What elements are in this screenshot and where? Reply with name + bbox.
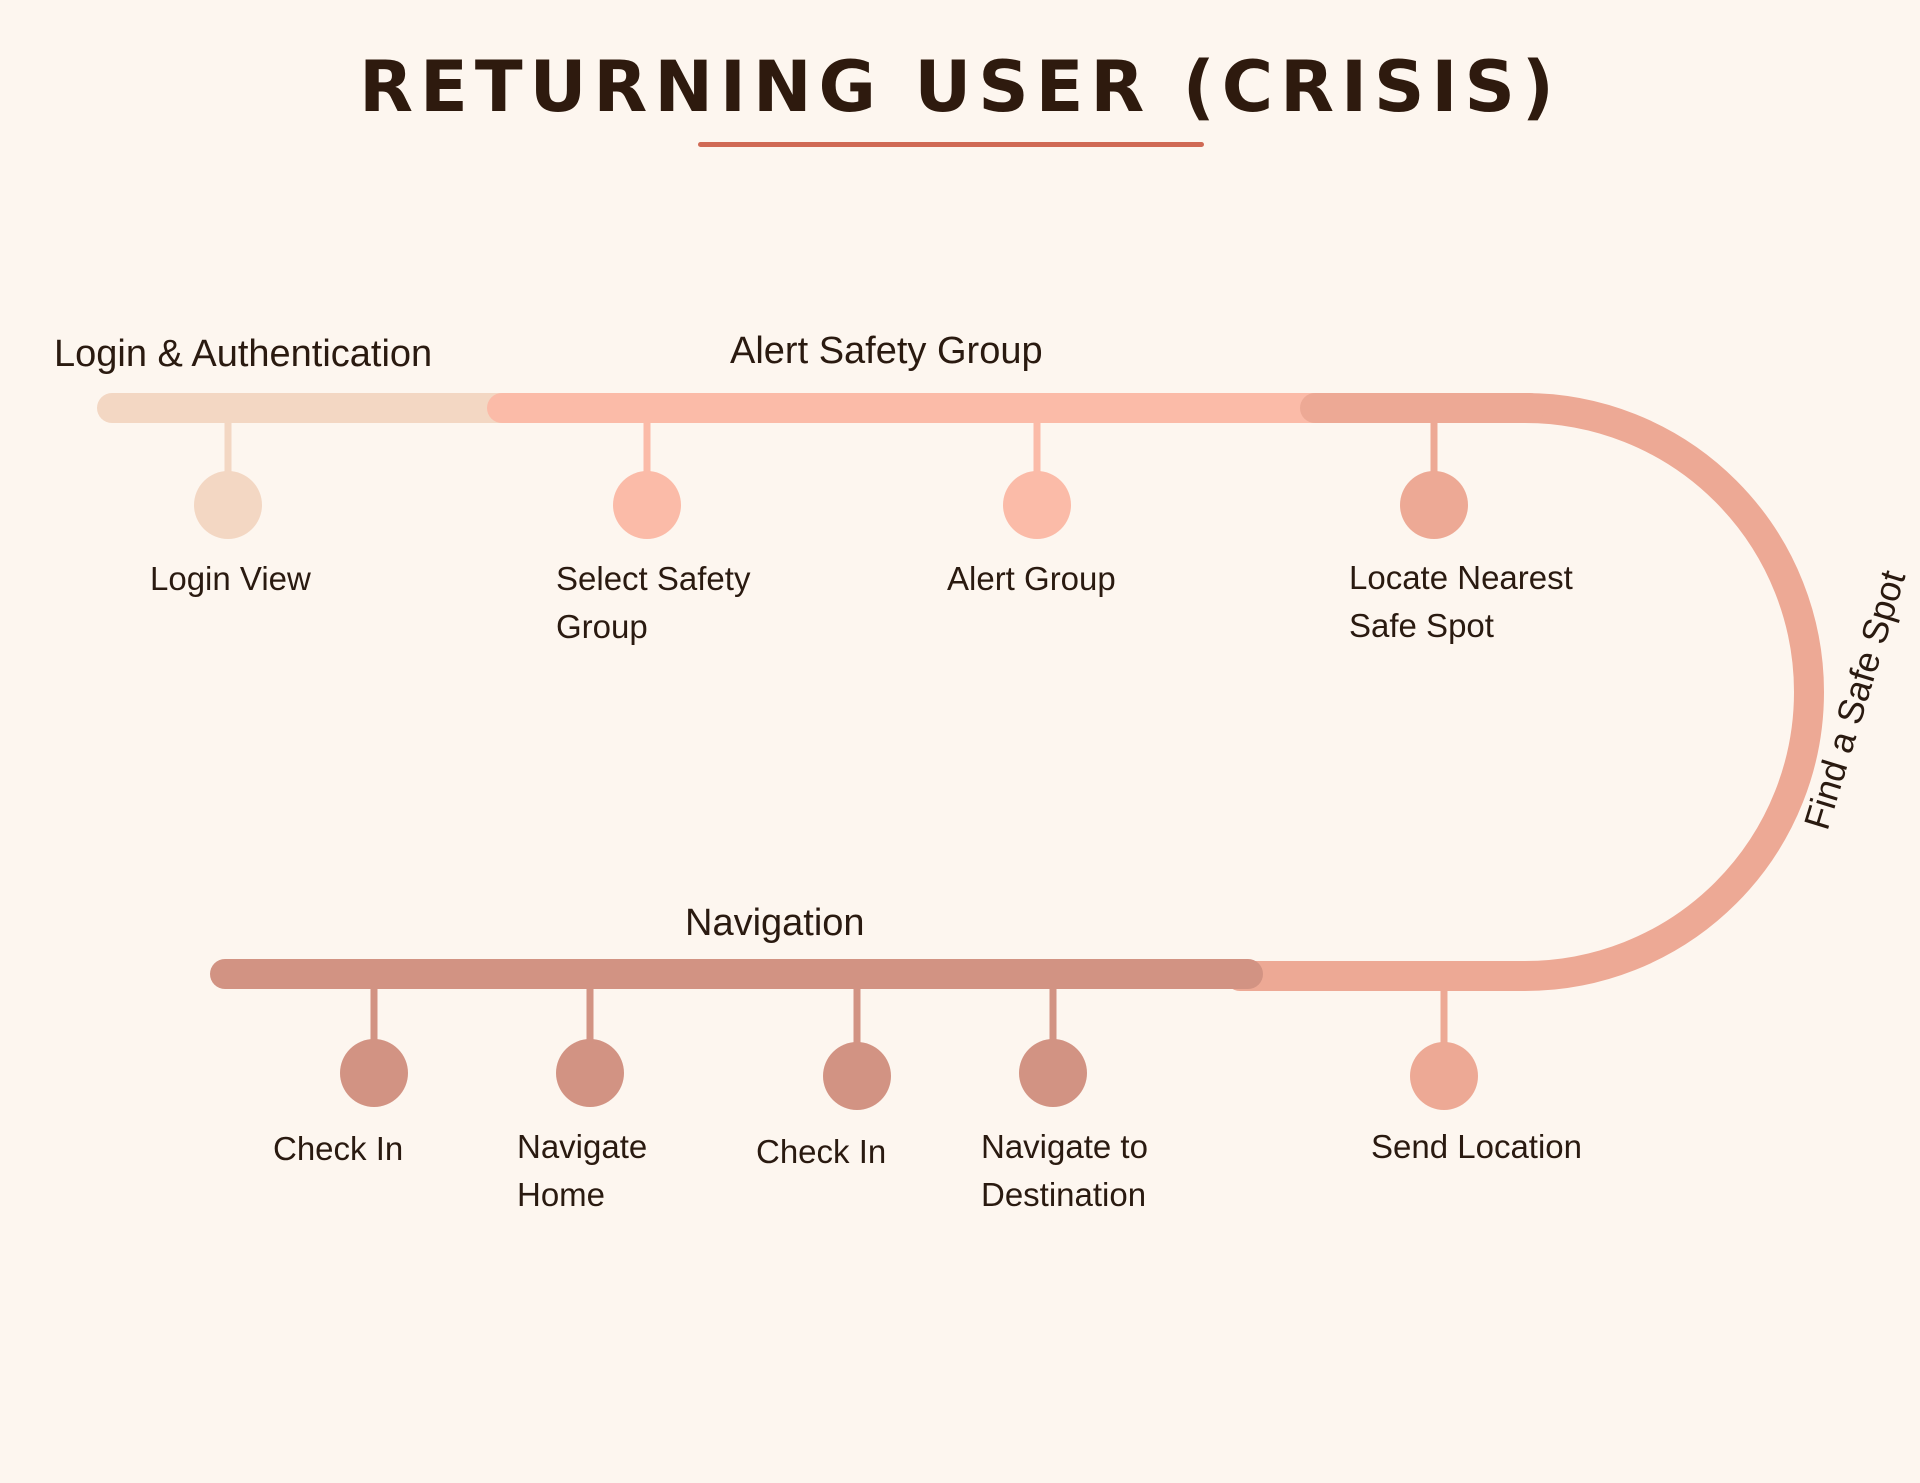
phase-label-alert: Alert Safety Group [730, 330, 1043, 372]
step-label-send-location: Send Location [1371, 1128, 1583, 1165]
check-in-2-node [823, 1042, 891, 1110]
find-phase-track [1225, 393, 1824, 991]
title-underline [698, 142, 1204, 147]
step-label-locate-safe-spot: Locate Nearest Safe Spot [1349, 559, 1573, 644]
phase-label-navigation: Navigation [685, 902, 865, 944]
step-label-navigate-home: Navigate Home [517, 1128, 648, 1213]
login-view-node [194, 471, 262, 539]
check-in-1-node [340, 1039, 408, 1107]
send-location-node [1410, 1042, 1478, 1110]
phase-label-login: Login & Authentication [54, 333, 433, 375]
step-label-navigate-to-destination: Navigate to Destination [981, 1128, 1148, 1213]
page-title: RETURNING USER (CRISIS) [359, 46, 1561, 128]
select-safety-group-node [613, 471, 681, 539]
navigate-to-destination-node [1019, 1039, 1087, 1107]
locate-safe-spot-node [1400, 471, 1468, 539]
step-label-check-in-2: Check In [756, 1133, 887, 1170]
step-label-check-in-1: Check In [273, 1130, 404, 1167]
alert-group-node [1003, 471, 1071, 539]
step-label-select-safety-group: Select Safety Group [556, 560, 751, 645]
step-label-login-view: Login View [150, 560, 311, 597]
navigate-home-node [556, 1039, 624, 1107]
step-label-alert-group: Alert Group [947, 560, 1116, 597]
